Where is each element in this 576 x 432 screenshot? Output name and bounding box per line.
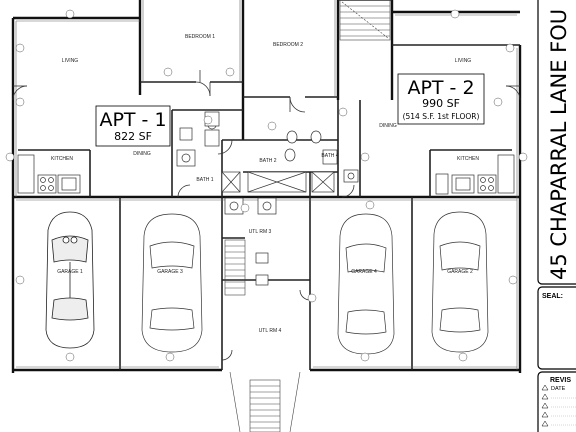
revision-triangle-icon bbox=[541, 420, 549, 427]
room-label-bedroom-1: BEDROOM 1 bbox=[185, 34, 215, 40]
car-garage-2 bbox=[431, 211, 489, 353]
title-strip bbox=[537, 0, 576, 285]
room-label-kitchen-right: KITCHEN bbox=[457, 156, 479, 162]
apt-2-note: (514 S.F. 1st FLOOR) bbox=[403, 112, 480, 121]
apt-2-area: 990 SF bbox=[422, 97, 460, 110]
apt-2-callout: APT - 2 990 SF (514 S.F. 1st FLOOR) bbox=[397, 73, 485, 125]
revisions-label: REVIS bbox=[550, 377, 571, 384]
room-label-garage-1: GARAGE 1 bbox=[57, 269, 83, 275]
revision-row-date: DATE bbox=[551, 386, 566, 392]
revision-triangle-icon bbox=[541, 393, 549, 400]
room-label-dining-right: DINING bbox=[379, 123, 397, 129]
project-title: 45 CHAPARRAL LANE FOU bbox=[547, 9, 571, 280]
window-tags bbox=[5, 9, 528, 362]
title-block: 45 CHAPARRAL LANE FOU SEAL: REVIS DATE bbox=[537, 0, 576, 432]
apt-1-area: 822 SF bbox=[114, 130, 152, 143]
apt-1-label: APT - 1 bbox=[99, 109, 166, 131]
room-label-bedroom-2: BEDROOM 2 bbox=[273, 42, 303, 48]
toilet-icon bbox=[286, 130, 298, 144]
apt-2-box bbox=[397, 73, 485, 125]
room-label-garage-3: GARAGE 3 bbox=[157, 269, 183, 275]
room-label-living-right: LIVING bbox=[455, 58, 472, 64]
room-label-bath-4: BATH 4 bbox=[321, 153, 338, 159]
room-label-utl-rm-3: UTL RM 3 bbox=[249, 229, 272, 235]
revision-triangle-icon bbox=[541, 402, 549, 409]
room-labels: LIVING LIVING BEDROOM 1 BEDROOM 2 KITCHE… bbox=[51, 34, 479, 334]
room-label-dining-left: DINING bbox=[133, 151, 151, 157]
car-garage-3 bbox=[141, 213, 203, 353]
toilet-icon bbox=[284, 148, 296, 162]
room-label-living-left: LIVING bbox=[62, 58, 79, 64]
revision-triangle-icon bbox=[541, 411, 549, 418]
room-label-garage-4: GARAGE 4 bbox=[351, 269, 377, 275]
room-label-bath-1: BATH 1 bbox=[196, 177, 213, 183]
apt-1-box bbox=[95, 105, 171, 147]
stairs-center bbox=[224, 239, 301, 432]
room-label-utl-rm-4: UTL RM 4 bbox=[259, 328, 282, 334]
seal-label: SEAL: bbox=[542, 293, 563, 300]
apt-1-callout: APT - 1 822 SF bbox=[95, 105, 171, 147]
apt-2-label: APT - 2 bbox=[407, 77, 474, 99]
seal-box bbox=[537, 286, 576, 370]
stairs-top bbox=[339, 0, 391, 41]
kitchen-fixtures bbox=[17, 154, 515, 195]
room-label-garage-2: GARAGE 2 bbox=[447, 269, 473, 275]
revision-rows: DATE bbox=[541, 384, 576, 427]
car-garage-4 bbox=[337, 213, 395, 355]
revision-triangle-icon bbox=[541, 384, 549, 391]
exterior-walls bbox=[11, 0, 522, 373]
bath-fixtures bbox=[176, 114, 359, 193]
toilet-icon bbox=[310, 130, 322, 144]
room-label-bath-2: BATH 2 bbox=[259, 158, 276, 164]
car-garage-1 bbox=[45, 211, 95, 349]
room-label-kitchen-left: KITCHEN bbox=[51, 156, 73, 162]
